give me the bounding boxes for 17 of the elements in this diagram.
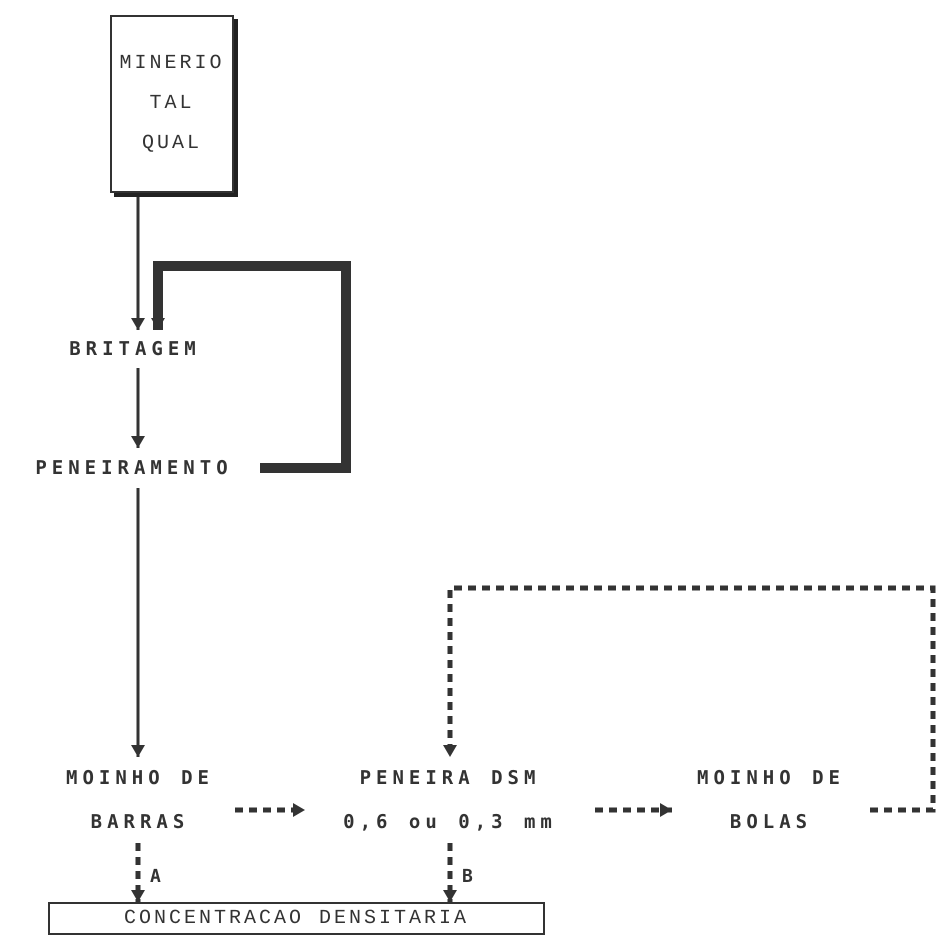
process-box xyxy=(48,902,545,935)
arrow xyxy=(131,368,145,448)
dashed-arrow xyxy=(443,586,936,812)
arrow xyxy=(151,261,351,473)
step-label: MINERIO TAL QUAL xyxy=(118,51,226,157)
step-label: MOINHO DE BARRAS xyxy=(65,766,215,835)
arrow xyxy=(131,196,145,330)
step-label: PENEIRA DSM 0,6 ou 0,3 mm xyxy=(342,766,558,835)
step-label: MOINHO DE BOLAS xyxy=(696,766,846,835)
dashed-arrow xyxy=(595,803,672,817)
dashed-arrow xyxy=(443,843,457,902)
step-label: BRITAGEM xyxy=(69,337,201,362)
step-label: CONCENTRACAO DENSITARIA xyxy=(122,906,470,932)
dashed-arrow xyxy=(131,843,145,902)
step-label: PENEIRAMENTO xyxy=(35,456,233,481)
dashed-arrow xyxy=(235,803,305,817)
arrow xyxy=(131,488,145,757)
